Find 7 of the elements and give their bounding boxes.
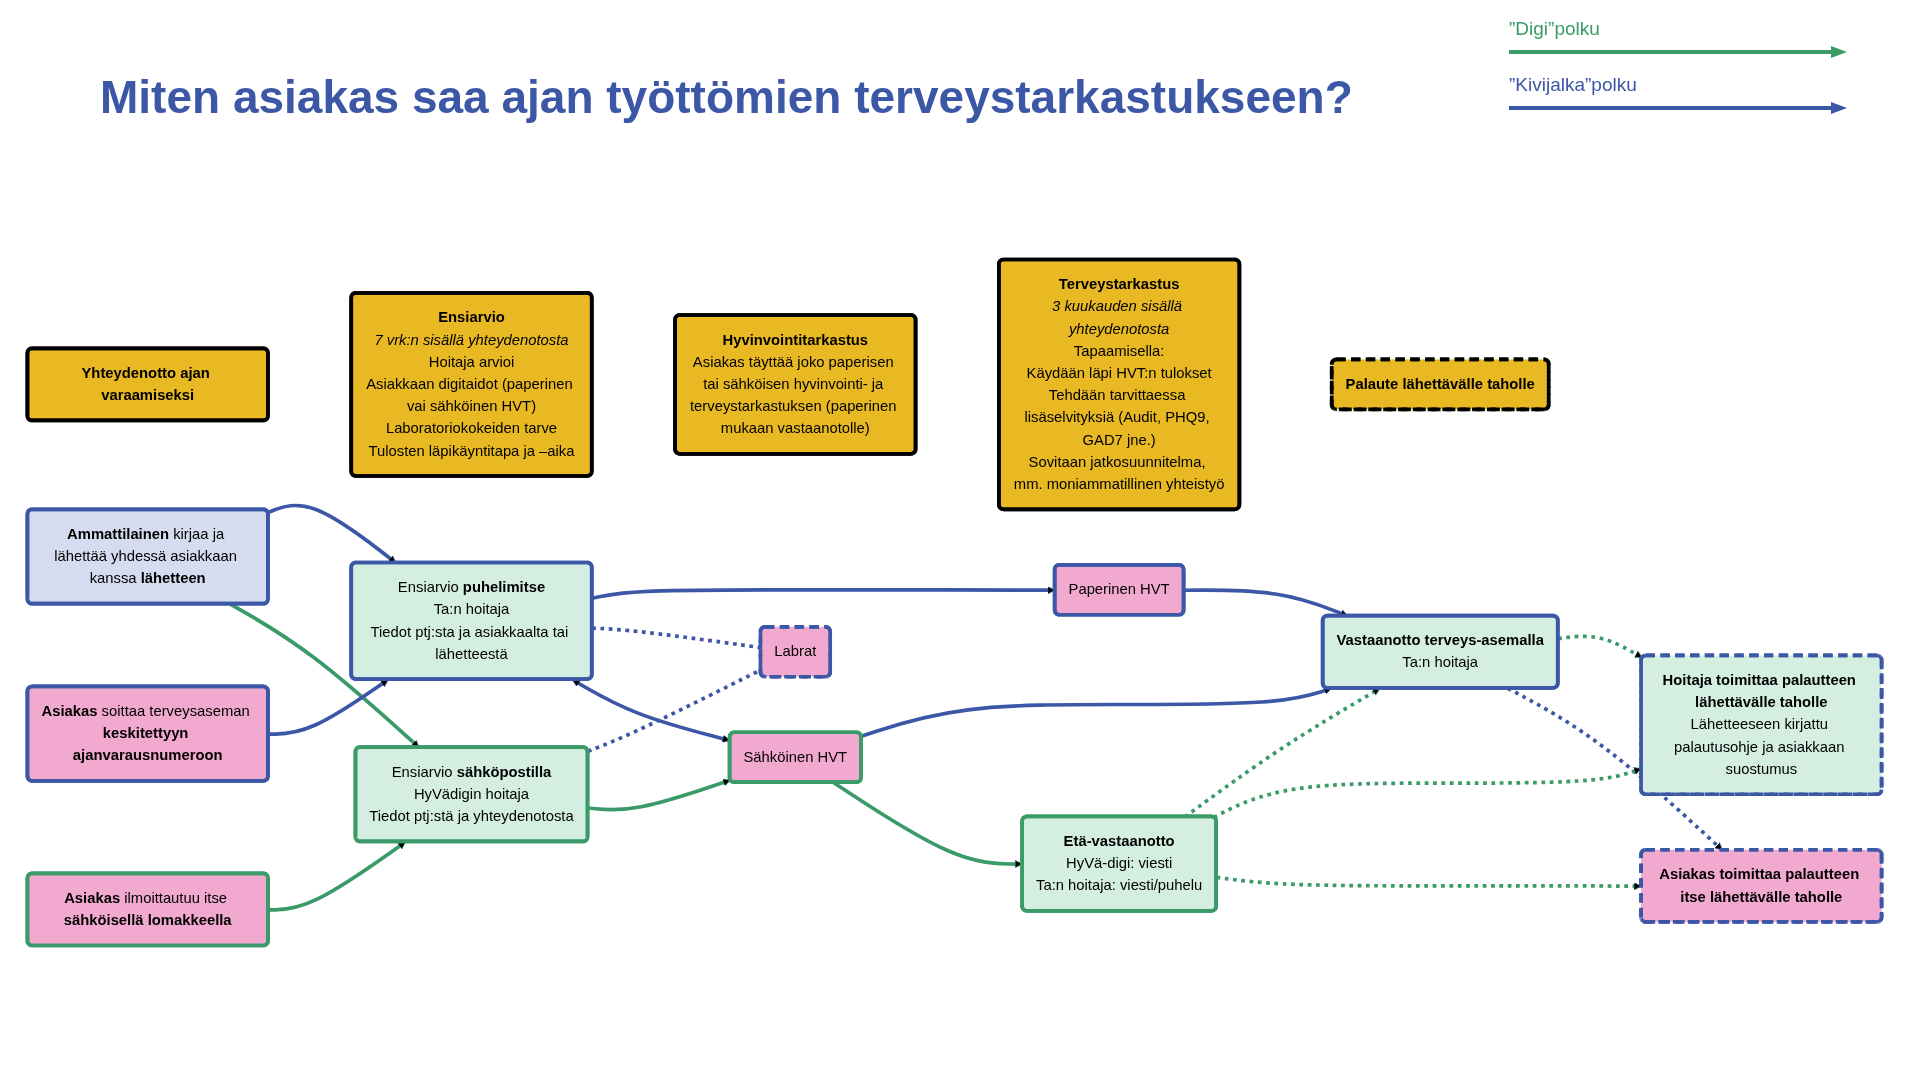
arrow [268, 841, 406, 912]
legend-text: ”Kivijalka”polku [1509, 74, 1638, 96]
connector [592, 626, 762, 650]
arrow [268, 679, 389, 736]
legend-text: ”Digi”polku [1509, 18, 1601, 40]
arrow [1558, 634, 1643, 659]
title: Miten asiakas saa ajan työttömien terveystarkastukseen? [100, 70, 1353, 124]
